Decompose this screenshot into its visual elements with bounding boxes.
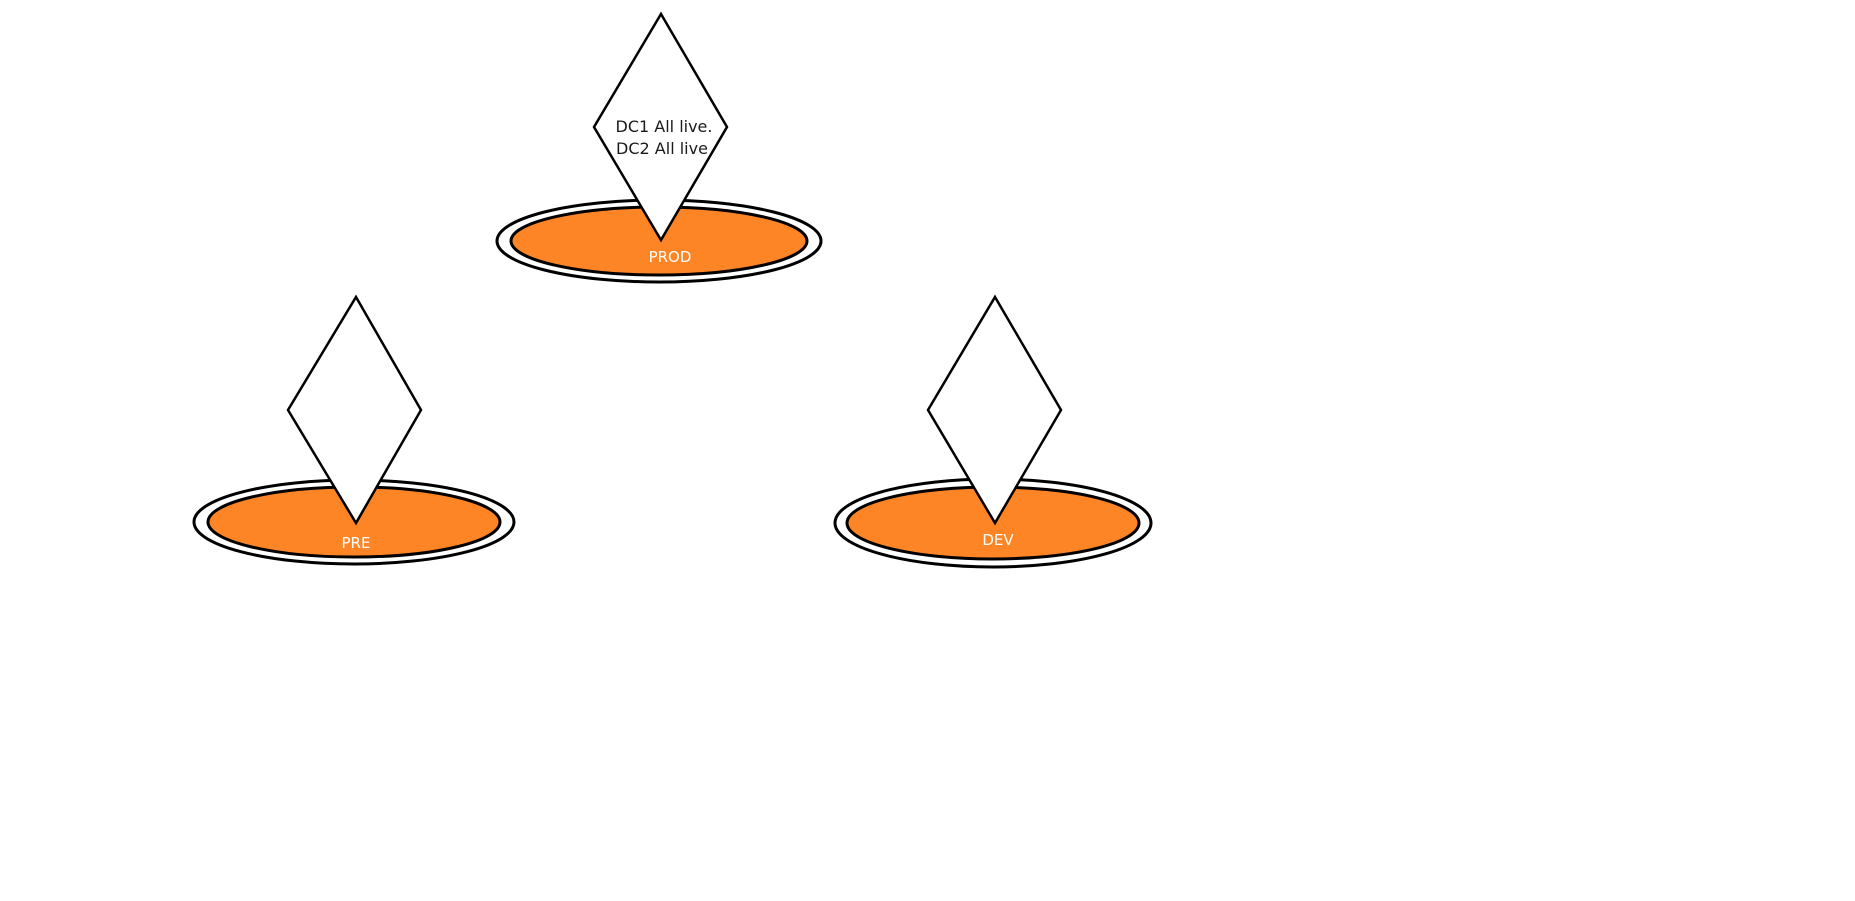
environment-pre: PRE — [192, 294, 516, 566]
pre-diamond-pin — [286, 294, 423, 526]
dev-platform — [833, 477, 1153, 569]
prod-platform — [495, 198, 823, 284]
pre-label: PRE — [342, 534, 371, 552]
dev-label: DEV — [982, 531, 1014, 549]
prod-diamond-pin — [592, 11, 729, 243]
prod-label: PROD — [649, 248, 692, 266]
prod-status-dc2: DC2 All live — [616, 139, 708, 158]
prod-status-dc1: DC1 All live. — [616, 117, 713, 136]
dev-diamond-pin — [926, 294, 1063, 526]
environment-prod: PROD DC1 All live. DC2 All live — [495, 11, 823, 284]
environment-dev: DEV — [833, 294, 1153, 569]
